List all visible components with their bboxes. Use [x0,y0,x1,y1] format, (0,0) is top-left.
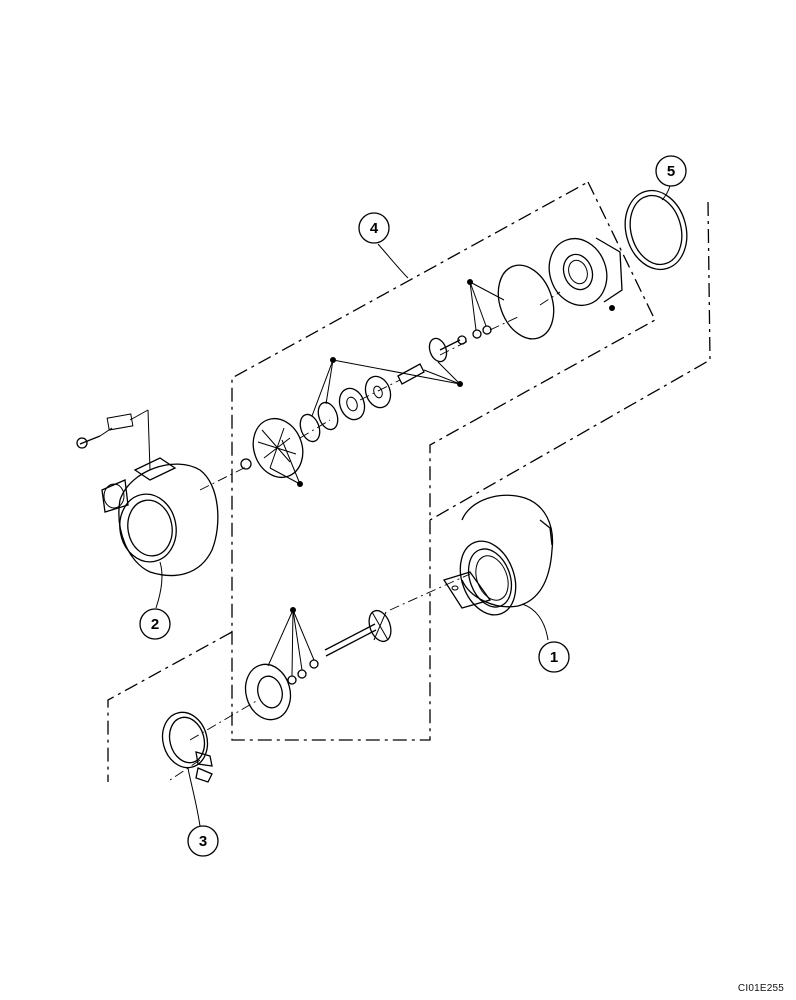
callout-2: 2 [139,608,171,640]
snap-ring [624,189,688,271]
backplate [548,237,623,307]
compressor-housing [76,409,219,577]
callout-4: 4 [358,212,390,244]
seal-rings-upper [299,375,392,443]
svg-text:3: 3 [199,833,207,850]
callout-leaders [155,185,671,827]
small-seal-rings [472,325,492,339]
turbine-shaft-wheel [324,609,392,657]
assembly-center-lines [169,291,561,781]
svg-text:5: 5 [667,163,675,180]
group-boundary-lines [107,181,711,782]
o-ring [497,264,555,340]
compressor-wheel [240,417,304,479]
kit-grouping-leaders [267,279,615,677]
reference-code: CI01E255 [737,983,784,994]
callout-3: 3 [187,825,219,857]
v-band-clamp [161,711,213,783]
callout-1: 1 [538,641,570,673]
turbine-housing [442,494,554,616]
bearing-housing-lower [244,659,319,721]
thrust-collar-and-spacer [397,335,467,385]
callout-5: 5 [655,155,687,187]
svg-text:4: 4 [370,220,379,237]
svg-text:1: 1 [550,649,558,666]
svg-text:2: 2 [151,616,159,633]
